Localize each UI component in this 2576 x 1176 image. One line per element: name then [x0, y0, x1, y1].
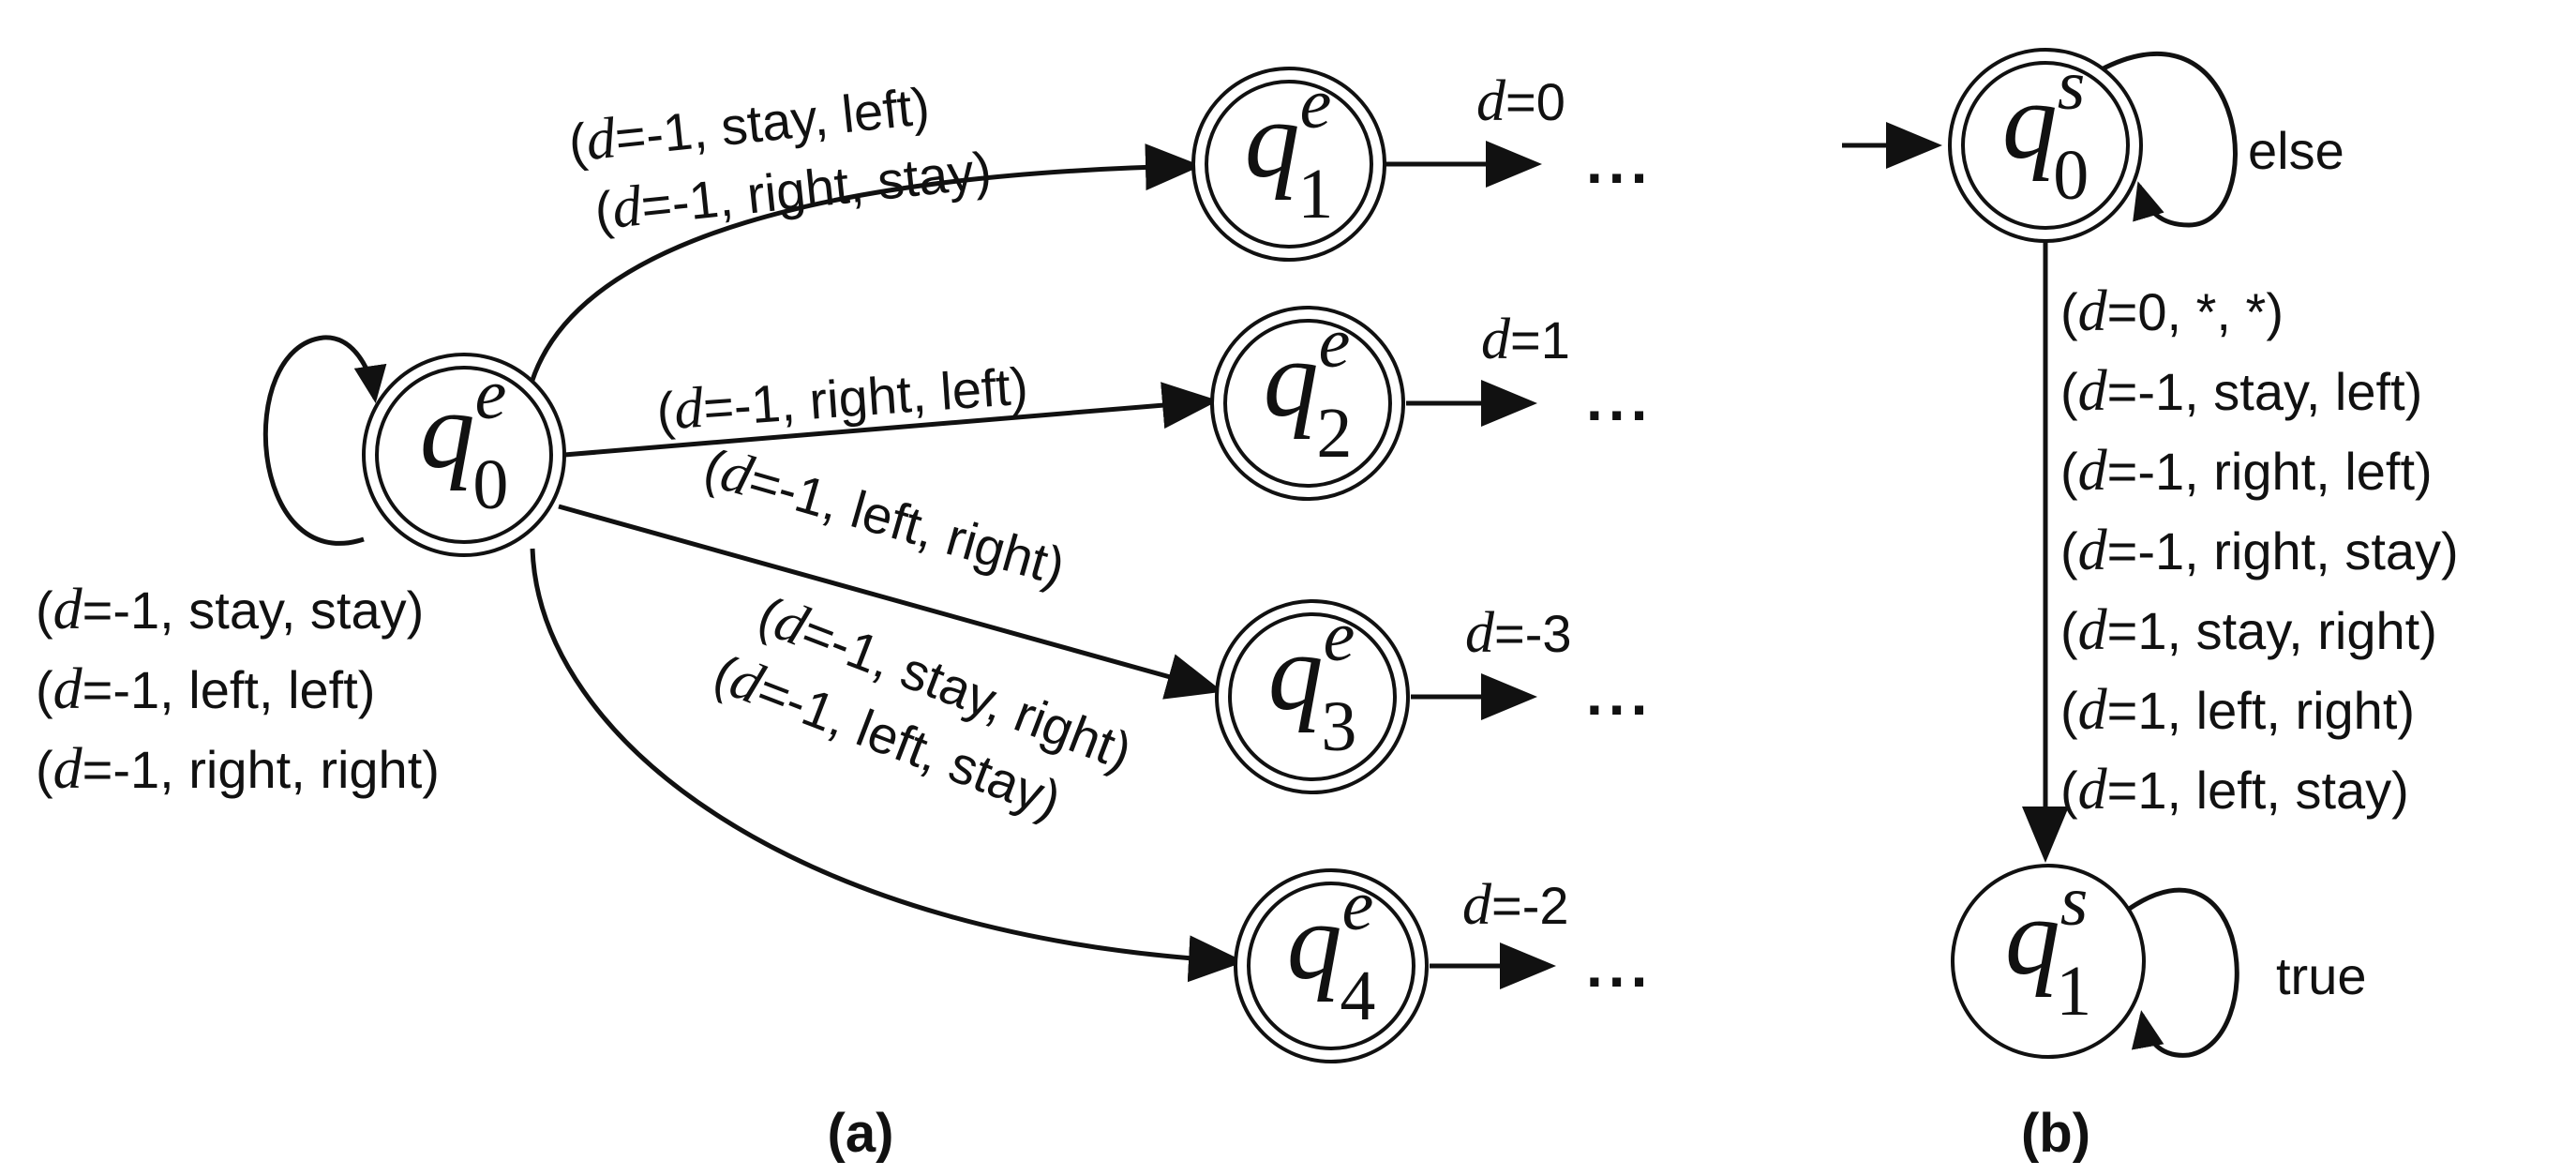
transition-labels: (d=0, *, *) (d=-1, stay, left) (d=-1, ri… [2060, 279, 2459, 822]
edge-q0-to-q4 [530, 548, 1245, 983]
caption-b: (b) [2021, 1103, 2090, 1164]
svg-text:qe3: qe3 [1268, 597, 1357, 766]
edge-q0-to-q2 [563, 382, 1219, 458]
outgoing-q4: d=-2 ... [1462, 873, 1653, 1000]
edge-q1-labels: (d=-1, stay, left) (d=-1, right, stay) [566, 76, 995, 241]
edge-q3-labels: (d=-1, left, right) [697, 434, 1072, 598]
svg-text:d=0: d=0 [1476, 69, 1565, 133]
edge-label: (d=-1, right, left) [654, 354, 1029, 444]
edge-label: (d=1, stay, right) [2060, 598, 2437, 662]
loop-label-else: else [2248, 121, 2344, 180]
caption-a: (a) [828, 1103, 894, 1164]
edge-label: (d=-1, stay, left) [2060, 359, 2422, 423]
edge-label: (d=-1, right, left) [2060, 439, 2433, 503]
svg-text:qe1: qe1 [1245, 65, 1334, 234]
outgoing-q1: d=0 ... [1476, 69, 1653, 196]
svg-text:qe4: qe4 [1287, 867, 1376, 1035]
outgoing-q3: d=-3 ... [1465, 601, 1653, 728]
edge-label: (d=0, *, *) [2060, 279, 2284, 343]
outgoing-q2: d=1 ... [1481, 308, 1653, 433]
svg-text:...: ... [1586, 366, 1653, 433]
svg-text:d=-2: d=-2 [1462, 873, 1569, 937]
self-loop-q0s [2098, 52, 2238, 228]
svg-text:qe2: qe2 [1264, 304, 1353, 473]
loop-label-true: true [2276, 946, 2367, 1005]
self-loop-q1s [2126, 887, 2239, 1058]
edge-q4-labels: (d=-1, stay, right) (d=-1, left, stay) [706, 585, 1140, 830]
self-loop-q0 [262, 335, 387, 546]
edge-label: (d=1, left, stay) [2060, 758, 2409, 822]
edge-q0-to-q1 [527, 143, 1202, 390]
edge-label: (d=-1, left, left) [36, 657, 375, 721]
svg-text:...: ... [1586, 932, 1653, 1000]
svg-text:...: ... [1586, 128, 1653, 196]
edge-label: (d=-1, right, right) [36, 737, 440, 801]
edge-label: (d=-1, right, stay) [2060, 519, 2459, 582]
self-loop-q0-labels: (d=-1, stay, stay) (d=-1, left, left) (d… [36, 578, 440, 801]
svg-text:d=1: d=1 [1481, 308, 1570, 371]
svg-text:qs1: qs1 [2005, 862, 2092, 1031]
edge-label: (d=-1, left, right) [697, 434, 1072, 598]
svg-text:d=-3: d=-3 [1465, 601, 1572, 665]
edge-label: (d=-1, stay, stay) [36, 578, 424, 641]
edge-q0-to-q3 [558, 504, 1223, 700]
edge-label: (d=1, left, right) [2060, 678, 2415, 742]
svg-text:...: ... [1586, 660, 1653, 728]
edge-q2-labels: (d=-1, right, left) [654, 354, 1029, 444]
svg-text:qs0: qs0 [2002, 46, 2089, 215]
svg-text:qe0: qe0 [420, 355, 509, 524]
